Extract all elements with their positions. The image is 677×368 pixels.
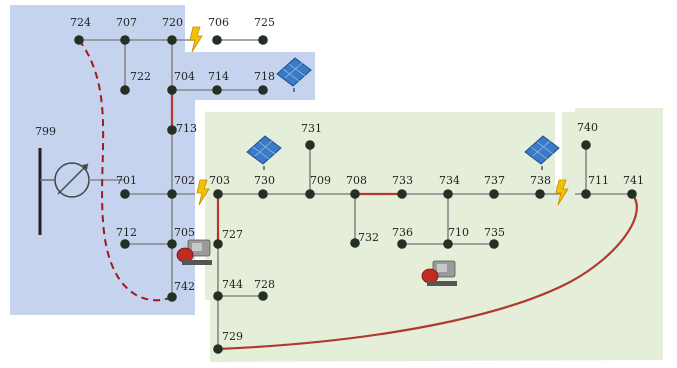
bus-label-705: 705: [174, 226, 195, 239]
bus-label-744: 744: [222, 278, 243, 291]
solar-panel-icon: [276, 57, 312, 92]
bus-label-713: 713: [176, 122, 197, 135]
bus-label-728: 728: [254, 278, 275, 291]
solar-panel-icon: [524, 135, 560, 170]
bus-label-710: 710: [448, 226, 469, 239]
bus-label-707: 707: [116, 16, 137, 29]
bus-label-734: 734: [439, 174, 460, 187]
bus-label-738: 738: [530, 174, 551, 187]
bus-label-712: 712: [116, 226, 137, 239]
solar-panel-icon: [246, 135, 282, 170]
zone-green: [205, 108, 663, 362]
bus-label-731: 731: [301, 122, 322, 135]
switch-lines: [78, 39, 638, 351]
bus-label-703: 703: [209, 174, 230, 187]
bus-label-704: 704: [174, 70, 195, 83]
zone-blue: [10, 5, 315, 315]
bus-label-720: 720: [162, 16, 183, 29]
bus-label-741: 741: [623, 174, 644, 187]
source-label: 799: [35, 125, 56, 138]
bus-label-729: 729: [222, 330, 243, 343]
bus-label-722: 722: [130, 70, 151, 83]
bus-label-709: 709: [310, 174, 331, 187]
generator-icon: [176, 239, 212, 265]
bus-label-706: 706: [208, 16, 229, 29]
lightning-bolt-icon: [196, 179, 210, 206]
bus-label-742: 742: [174, 280, 195, 293]
bus-label-718: 718: [254, 70, 275, 83]
bus-label-735: 735: [484, 226, 505, 239]
bus-label-714: 714: [208, 70, 229, 83]
bus-labels: 724 707 720 706 725 722 704 714 718 713 …: [70, 16, 644, 343]
bus-label-701: 701: [116, 174, 137, 187]
bus-label-702: 702: [174, 174, 195, 187]
voltage-regulator-icon: [38, 148, 125, 235]
bus-label-737: 737: [484, 174, 505, 187]
bus-label-708: 708: [346, 174, 367, 187]
bus-label-733: 733: [392, 174, 413, 187]
bus-label-725: 725: [254, 16, 275, 29]
generator-icon: [421, 260, 457, 286]
lightning-bolt-icon: [555, 179, 569, 206]
bus-label-711: 711: [588, 174, 609, 187]
bus-label-730: 730: [254, 174, 275, 187]
bus-label-740: 740: [577, 121, 598, 134]
bus-label-736: 736: [392, 226, 413, 239]
bus-label-732: 732: [358, 231, 379, 244]
lightning-bolt-icon: [189, 26, 203, 53]
bus-nodes: [74, 35, 637, 354]
bus-label-724: 724: [70, 16, 91, 29]
bus-label-727: 727: [222, 228, 243, 241]
